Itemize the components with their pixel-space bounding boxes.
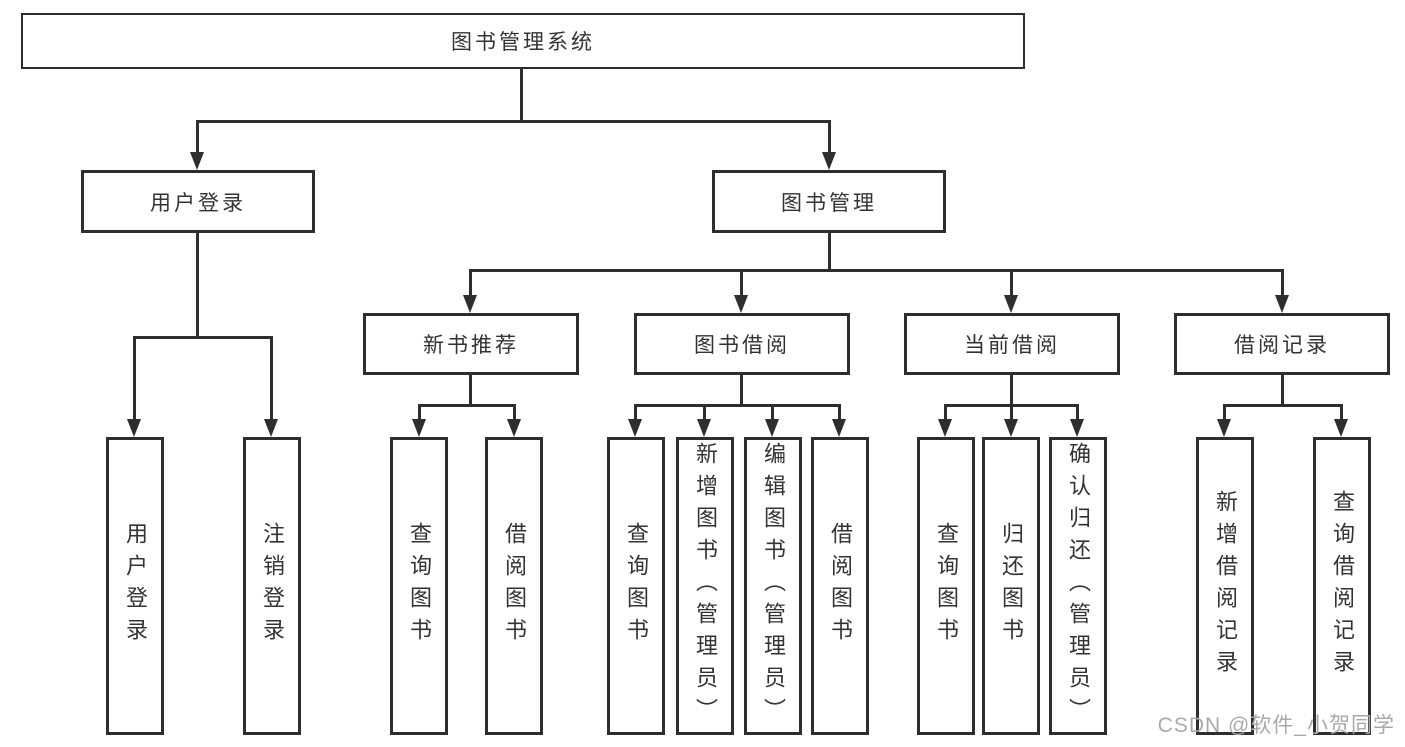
connector-line [634,404,841,407]
arrow-down-icon [822,152,836,170]
csdn-watermark: CSDN @软件_小贺同学 [1157,714,1395,737]
arrow-down-icon [264,419,278,437]
connector-line [133,336,272,339]
leaf-return-books: 归还图书 [982,437,1040,735]
arrow-down-icon [412,419,426,437]
connector-line [1223,404,1226,421]
connector-line [418,404,421,421]
leaf-add-books-admin: 新增图书（管理员） [676,437,734,735]
arrow-down-icon [463,295,477,313]
leaf-borrow-books-2: 借阅图书 [811,437,869,735]
connector-line [196,120,831,123]
connector-line [828,120,831,154]
connector-line [196,120,199,154]
connector-line [418,404,516,407]
connector-line [740,375,743,406]
arrow-down-icon [697,419,711,437]
arrow-down-icon [1217,419,1231,437]
arrow-down-icon [765,419,779,437]
arrow-down-icon [734,295,748,313]
leaf-add-borrow-record: 新增借阅记录 [1196,437,1254,735]
leaf-logout: 注销登录 [243,437,301,735]
connector-line [944,404,947,421]
arrow-down-icon [832,419,846,437]
arrow-down-icon [1334,419,1348,437]
connector-line [634,404,637,421]
connector-line [469,375,472,406]
leaf-query-books-2: 查询图书 [607,437,665,735]
connector-line [1281,375,1284,406]
connector-line [196,233,199,339]
connector-line [771,404,774,421]
connector-line [1076,404,1079,421]
arrow-down-icon [1004,419,1018,437]
arrow-down-icon [938,419,952,437]
leaf-user-login: 用户登录 [106,437,164,735]
connector-line [1340,404,1343,421]
root-node-book-management-system: 图书管理系统 [21,13,1025,69]
connector-line [469,269,1283,272]
arrow-down-icon [190,152,204,170]
node-book-management: 图书管理 [712,170,946,233]
arrow-down-icon [127,419,141,437]
arrow-down-icon [628,419,642,437]
node-new-book-recommend: 新书推荐 [363,313,579,375]
node-user-login: 用户登录 [81,170,315,233]
node-borrow-record: 借阅记录 [1174,313,1390,375]
connector-line [133,336,136,421]
arrow-down-icon [507,419,521,437]
leaf-query-books-3: 查询图书 [917,437,975,735]
connector-line [838,404,841,421]
arrow-down-icon [1275,295,1289,313]
connector-line [1010,404,1013,421]
connector-line [513,404,516,421]
connector-line [520,69,523,121]
leaf-query-borrow-record: 查询借阅记录 [1313,437,1371,735]
leaf-edit-books-admin: 编辑图书（管理员） [744,437,802,735]
arrow-down-icon [1070,419,1084,437]
connector-line [703,404,706,421]
arrow-down-icon [1004,295,1018,313]
connector-line [740,269,743,297]
connector-line [469,269,472,297]
connector-line [1010,375,1013,406]
leaf-confirm-return-admin: 确认归还（管理员） [1049,437,1107,735]
node-book-borrow: 图书借阅 [634,313,850,375]
leaf-borrow-books-1: 借阅图书 [485,437,543,735]
node-current-borrow: 当前借阅 [904,313,1120,375]
connector-line [828,233,831,271]
connector-line [1010,269,1013,297]
connector-line [1281,269,1284,297]
connector-line [270,336,273,421]
connector-line [1223,404,1342,407]
leaf-query-books-1: 查询图书 [390,437,448,735]
